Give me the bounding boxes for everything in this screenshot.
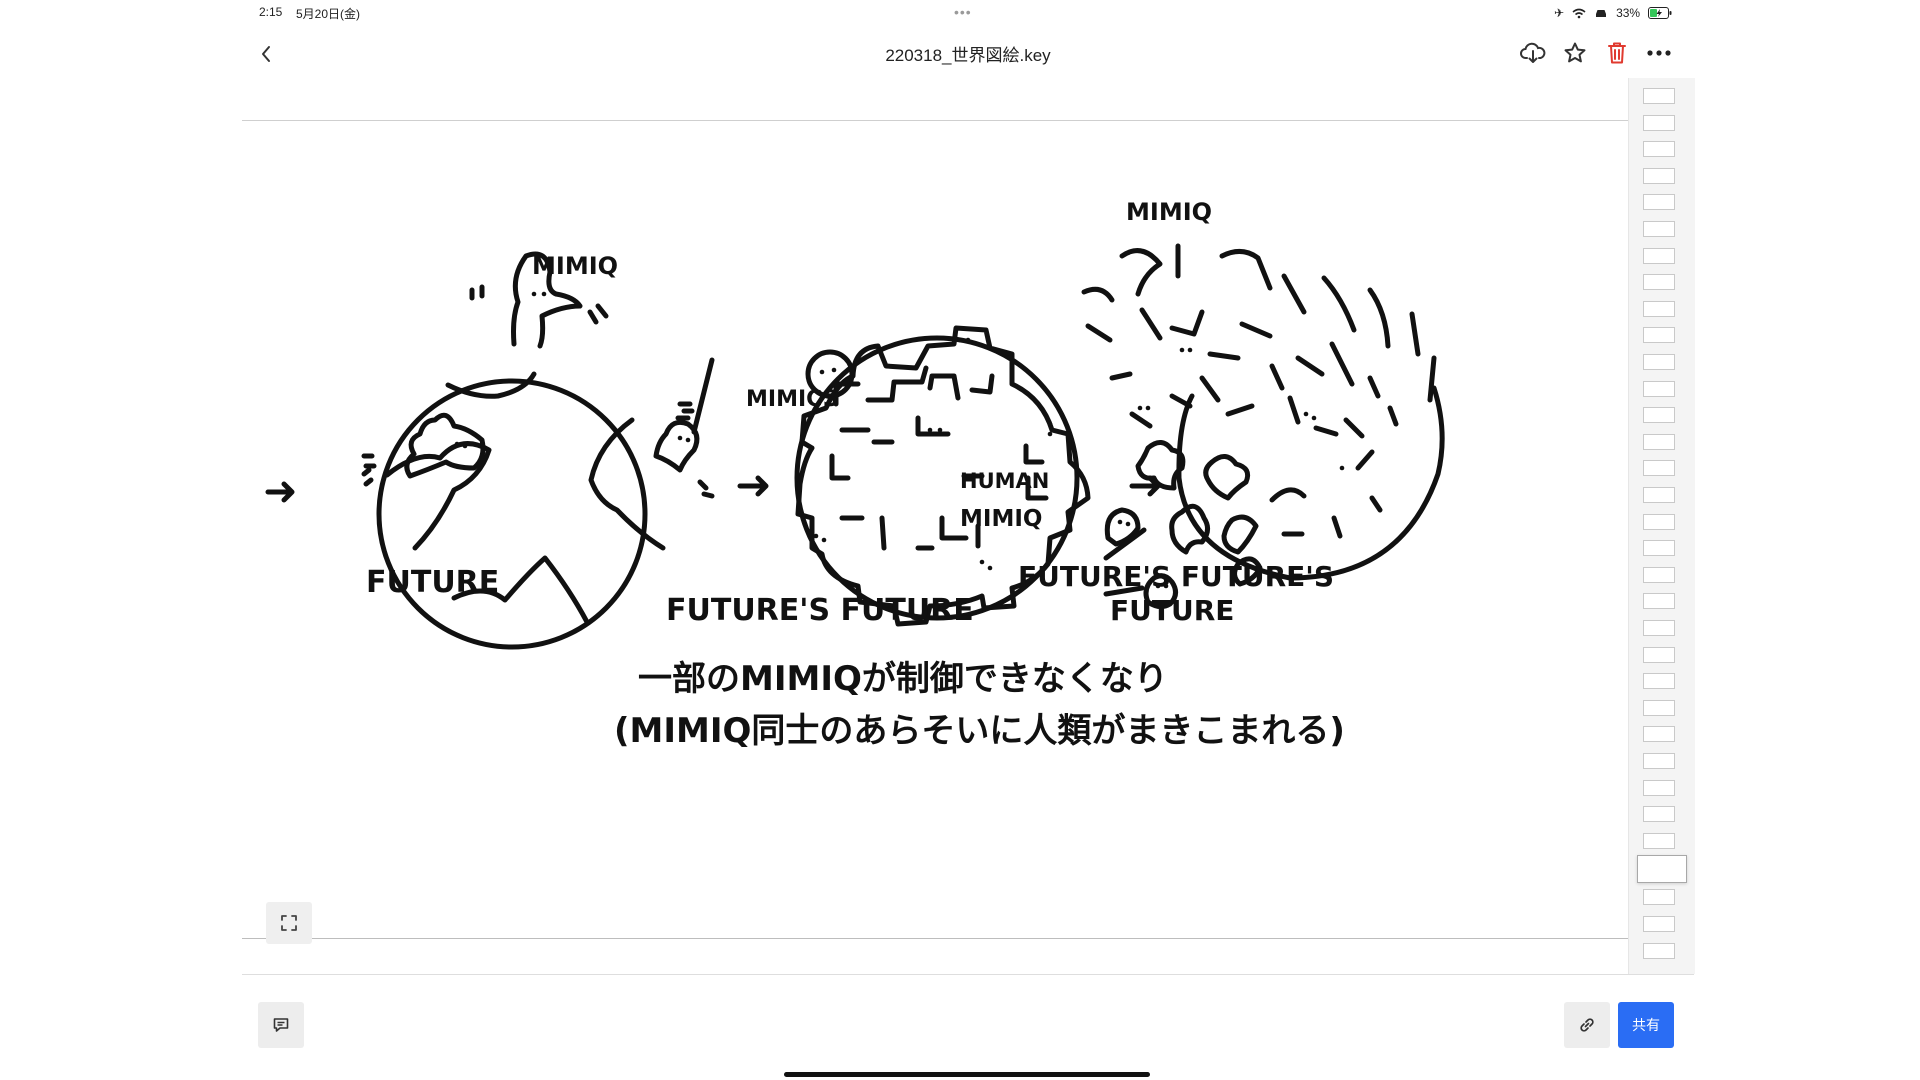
label-mimiq-top: MIMIQ: [1126, 198, 1212, 226]
home-indicator[interactable]: [784, 1072, 1150, 1077]
trash-icon: [1608, 42, 1626, 64]
battery-percent: 33%: [1616, 6, 1641, 20]
slide-thumbnail[interactable]: [1643, 646, 1675, 663]
star-icon: [1564, 42, 1586, 63]
status-date: 5月20日(金): [296, 7, 361, 21]
slide-thumbnail[interactable]: [1643, 832, 1675, 849]
slide-top-border: [242, 120, 1628, 121]
slide-illustration: MIMIQ MIMICS MIMIQ HUMAN MIMIQ FUTURE FU…: [265, 198, 1445, 751]
favorite-button[interactable]: [1560, 38, 1590, 68]
download-button[interactable]: [1518, 38, 1548, 68]
slide-thumbnail[interactable]: [1643, 274, 1675, 291]
slide-thumbnail[interactable]: [1643, 779, 1675, 796]
back-button[interactable]: [252, 40, 280, 68]
copy-link-button[interactable]: [1564, 1002, 1610, 1048]
label-futures-futures-line1: FUTURE'S FUTURE'S: [1018, 560, 1334, 593]
label-mimics: MIMICS: [746, 387, 839, 412]
label-futures-future: FUTURE'S FUTURE: [666, 593, 974, 628]
futures-future-planet-drawing: [794, 325, 1161, 627]
airplane-icon: ✈: [1554, 6, 1565, 20]
slide-thumbnail[interactable]: [1643, 221, 1675, 237]
slide-thumbnail[interactable]: [1643, 247, 1675, 264]
slide-thumbnail[interactable]: [1643, 942, 1675, 959]
slide-thumbnail-selected[interactable]: [1637, 855, 1687, 884]
comment-icon: [273, 1018, 289, 1032]
slide-thumbnail[interactable]: [1643, 889, 1675, 906]
status-bar: 2:15 5月20日(金) ••• ✈ 33%: [0, 0, 1920, 26]
label-mimiq-bottom: MIMIQ: [960, 506, 1042, 532]
slide-thumbnail-strip[interactable]: [1628, 78, 1695, 974]
slide-thumbnail[interactable]: [1643, 566, 1675, 583]
slide-thumbnail[interactable]: [1643, 513, 1675, 530]
slide-thumbnail[interactable]: [1643, 141, 1675, 158]
battery-charging-icon: [1648, 7, 1672, 19]
expand-icon: [281, 915, 297, 931]
chevron-left-icon: [262, 46, 270, 62]
slide-thumbnail[interactable]: [1643, 753, 1675, 769]
futures-futures-future-planet-drawing: [1081, 243, 1445, 610]
slide-thumbnail[interactable]: [1643, 726, 1675, 743]
slide-thumbnail[interactable]: [1643, 806, 1675, 823]
caption-line-1: 一部のMIMIQが制御できなくなり: [638, 659, 1168, 699]
slide-canvas: MIMIQ MIMICS MIMIQ HUMAN MIMIQ FUTURE FU…: [242, 78, 1628, 974]
slide-thumbnail[interactable]: [1643, 593, 1675, 610]
multitasking-dots[interactable]: •••: [954, 4, 972, 20]
label-futures-futures-line2: FUTURE: [1110, 594, 1234, 627]
slide-thumbnail[interactable]: [1643, 620, 1675, 636]
comment-button[interactable]: [258, 1002, 304, 1048]
car-icon: [1596, 9, 1607, 17]
slide-thumbnail[interactable]: [1643, 300, 1675, 317]
document-title: 220318_世界図絵.key: [885, 46, 1051, 65]
status-time: 2:15: [259, 5, 283, 19]
slide-thumbnail[interactable]: [1643, 88, 1675, 104]
status-indicators: ✈ 33%: [1554, 4, 1672, 22]
label-human: HUMAN: [960, 469, 1049, 493]
wifi-icon: [1572, 8, 1586, 18]
slide-thumbnail[interactable]: [1643, 699, 1675, 716]
slide-thumbnail[interactable]: [1643, 540, 1675, 557]
label-future: FUTURE: [366, 565, 499, 600]
slide-thumbnail[interactable]: [1643, 354, 1675, 370]
share-button[interactable]: 共有: [1618, 1002, 1674, 1048]
delete-button[interactable]: [1602, 38, 1632, 68]
slide-thumbnail[interactable]: [1643, 194, 1675, 211]
app-header: 220318_世界図絵.key: [242, 26, 1694, 79]
fullscreen-button[interactable]: [266, 902, 312, 944]
label-mimiq-1: MIMIQ: [532, 252, 618, 280]
slide-thumbnail[interactable]: [1643, 327, 1675, 344]
slide-thumbnail[interactable]: [1643, 916, 1675, 932]
slide-thumbnail[interactable]: [1643, 380, 1675, 397]
more-options-button[interactable]: [1644, 38, 1674, 68]
slide-bottom-border: [242, 938, 1628, 939]
future-planet-drawing: [265, 251, 769, 650]
slide-thumbnail[interactable]: [1643, 433, 1675, 450]
caption-line-2: (MIMIQ同士のあらそいに人類がまきこまれる): [614, 711, 1345, 751]
bottom-divider: [242, 974, 1694, 975]
slide-thumbnail[interactable]: [1643, 407, 1675, 424]
link-icon: [1580, 1018, 1594, 1032]
slide-thumbnail[interactable]: [1643, 460, 1675, 477]
cloud-download-icon: [1520, 42, 1546, 63]
slide-thumbnail[interactable]: [1643, 487, 1675, 503]
slide-thumbnail[interactable]: [1643, 167, 1675, 184]
slide-thumbnail[interactable]: [1643, 673, 1675, 690]
slide-thumbnail[interactable]: [1643, 114, 1675, 131]
more-horizontal-icon: [1647, 50, 1671, 56]
